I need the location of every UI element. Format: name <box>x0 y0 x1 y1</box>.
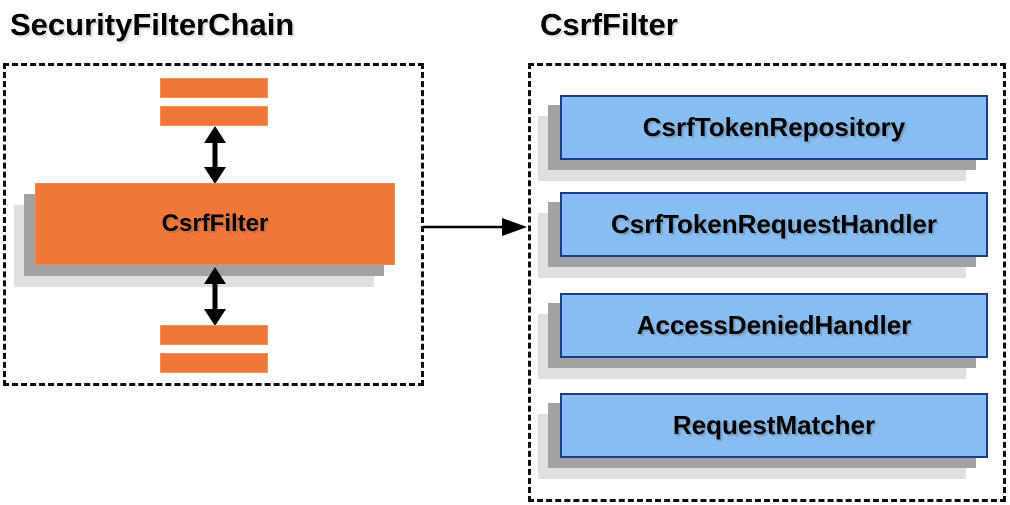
security-filter-chain-container <box>3 63 424 386</box>
filter-chain-bar <box>160 353 268 373</box>
filter-chain-bar <box>160 78 268 98</box>
bidirectional-arrow-icon <box>204 267 226 326</box>
access-denied-handler-box: AccessDeniedHandler <box>560 293 988 358</box>
security-filter-chain-title: SecurityFilterChain <box>10 7 295 42</box>
filter-chain-bar <box>160 325 268 345</box>
filter-chain-bar <box>160 106 268 126</box>
csrf-filter-container <box>528 63 1006 502</box>
csrf-filter-title: CsrfFilter <box>540 7 678 42</box>
component-box-label: CsrfTokenRequestHandler <box>610 209 938 239</box>
component-box-label: AccessDeniedHandler <box>636 310 912 340</box>
csrf-filter-box-label: CsrfFilter <box>161 210 269 237</box>
bidirectional-arrow-icon <box>204 126 226 184</box>
component-box-label: RequestMatcher <box>672 410 876 440</box>
csrf-filter-box: CsrfFilter <box>35 183 395 265</box>
csrf-token-request-handler-box: CsrfTokenRequestHandler <box>560 192 988 257</box>
component-box-label: CsrfTokenRepository <box>642 112 906 142</box>
csrf-token-repository-box: CsrfTokenRepository <box>560 95 988 160</box>
request-matcher-box: RequestMatcher <box>560 393 988 458</box>
flow-arrow-icon <box>423 218 527 236</box>
